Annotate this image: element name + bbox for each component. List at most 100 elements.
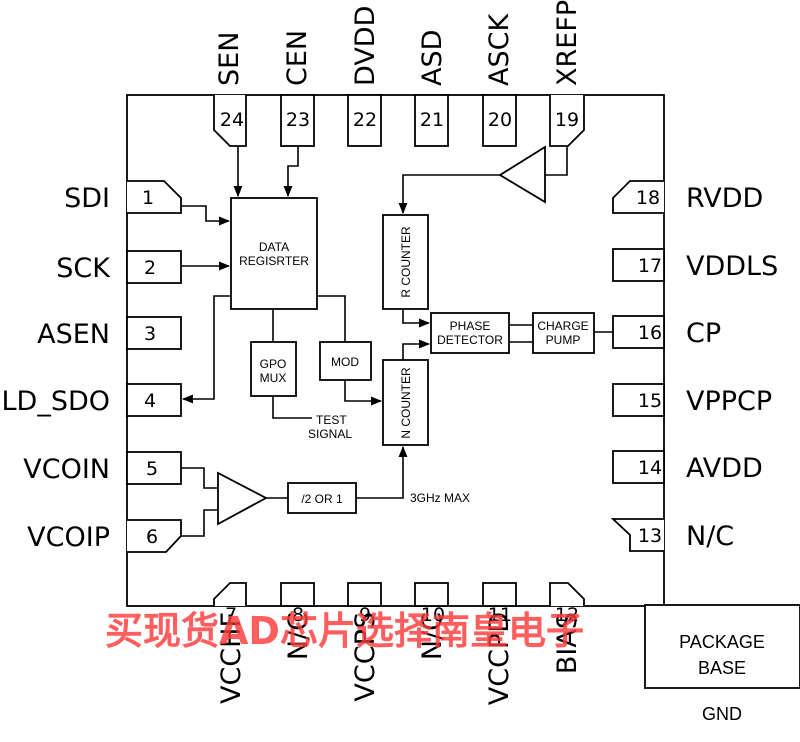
pin-2-number: 2 [144,257,156,279]
pin-8-number: 8 [292,604,304,626]
pin-14-number: 14 [638,457,662,479]
pin-16-label: CP [686,318,721,349]
pin-20-label: ASCK [484,13,515,86]
gnd-label: GND [702,704,742,724]
r-counter-block [382,214,429,310]
charge-pump-block [532,312,595,354]
pin-15-label: VPPCP [686,386,772,417]
pin-18-label: RVDD [686,183,763,214]
package-base-box [644,604,800,689]
wire-ncounter-pd [402,339,431,360]
pin-12-number: 12 [555,604,579,626]
pin-6-label: VCOIP [27,522,110,553]
pin-5-pad [126,451,182,485]
pin-1-pad [127,180,182,214]
pin-23-label: CEN [282,30,313,86]
wire-xrefp [545,146,568,176]
pin-22-number: 22 [353,109,377,131]
wire-divider-ncounter [356,445,408,499]
pin-11-label: VCCPD [484,612,515,705]
watermark-text: 买现货AD芯片选择南皇电子 [105,609,584,653]
pin-19-pad [549,95,585,147]
pin-8-label: N/C [283,612,314,660]
pin-24-label: SEN [214,32,245,86]
pin-24-number: 24 [220,109,244,131]
phase-detector-block [430,312,510,354]
pin-7-number: 7 [225,604,237,626]
pin-2-label: SCK [56,253,111,284]
pin-12-pad [549,582,585,606]
charge-pump-line1: CHARGE [537,319,588,333]
n-counter-label: N COUNTER [399,367,413,439]
test-signal-line1: TEST [316,413,347,427]
pin-15-number: 15 [638,390,662,412]
gpo-mux-line2: MUX [260,371,287,385]
pin-4-number: 4 [144,390,156,412]
pin-20-pad [482,94,517,147]
pin-11-number: 11 [488,604,512,626]
pin-17-label: VDDLS [686,251,778,282]
pin-15-pad [612,383,665,417]
pin-4-label: LD_SDO [1,386,110,417]
package-base-line1: PACKAGE [679,632,765,652]
pin-18-pad [612,180,664,214]
divider-label: /2 OR 1 [301,492,343,506]
pin-1-label: SDI [64,183,110,214]
wire-mod [317,295,346,342]
pin-10-label: N/C [417,612,448,660]
pin-14-pad [612,450,665,484]
phase-detector-line2: DETECTOR [437,333,503,347]
pin-22-pad [347,94,382,147]
pin-7-pad [213,582,247,606]
test-signal-line2: SIGNAL [308,427,352,441]
package-base-line2: BASE [698,658,746,678]
data-register-line2: REGISRTER [239,254,309,268]
pin-14-label: AVDD [686,453,763,484]
pin-17-number: 17 [638,255,662,277]
pin-3-number: 3 [144,323,156,345]
wire-rcounter-pd [402,309,431,328]
pin-21-number: 21 [420,109,444,131]
pin-5-number: 5 [146,458,158,480]
freq-max-label: 3GHz MAX [410,491,470,505]
data-register-block [230,197,318,310]
pin-19-number: 19 [555,109,579,131]
pin-3-label: ASEN [37,319,110,350]
pin-2-pad [126,250,182,284]
vco-input-amplifier [217,471,268,526]
pin-9-number: 9 [359,604,371,626]
wire-sdi [181,205,231,226]
pin-20-number: 20 [488,109,512,131]
wire-test-signal [272,396,312,419]
pin-6-number: 6 [146,526,158,548]
wire-vcoin [181,467,218,489]
pin-12-label: BIAS [552,612,583,674]
pin-17-pad [612,248,665,282]
pin-10-number: 10 [421,604,445,626]
pin-8-pad [280,582,315,607]
n-counter-block [382,359,429,446]
wire-cen [283,146,299,198]
pin-22-label: DVDD [350,6,381,86]
pin-11-pad [482,582,517,607]
pin-13-pad [610,518,664,552]
data-register-line1: DATA [259,240,289,254]
pin-21-label: ASD [417,30,448,86]
pin-13-label: N/C [686,521,734,552]
gpo-mux-line1: GPO [260,357,287,371]
pin-19-label: XREFP [552,0,583,86]
pin-9-label: VCCPS [350,612,381,702]
wire-buffer-rcounter [398,174,500,215]
mod-label: MOD [331,355,359,369]
charge-pump-line2: PUMP [546,333,581,347]
wire-mod-ncounter [344,380,383,406]
wire-ld-sdo [181,295,231,404]
r-counter-label: R COUNTER [399,226,413,298]
pin-10-pad [414,582,449,607]
pin-1-number: 1 [142,187,154,209]
pin-13-number: 13 [638,525,662,547]
pin-5-label: VCOIN [23,454,110,485]
pin-4-pad [126,383,182,417]
gpo-mux-block [250,341,297,397]
wire-vcoip [181,509,218,537]
